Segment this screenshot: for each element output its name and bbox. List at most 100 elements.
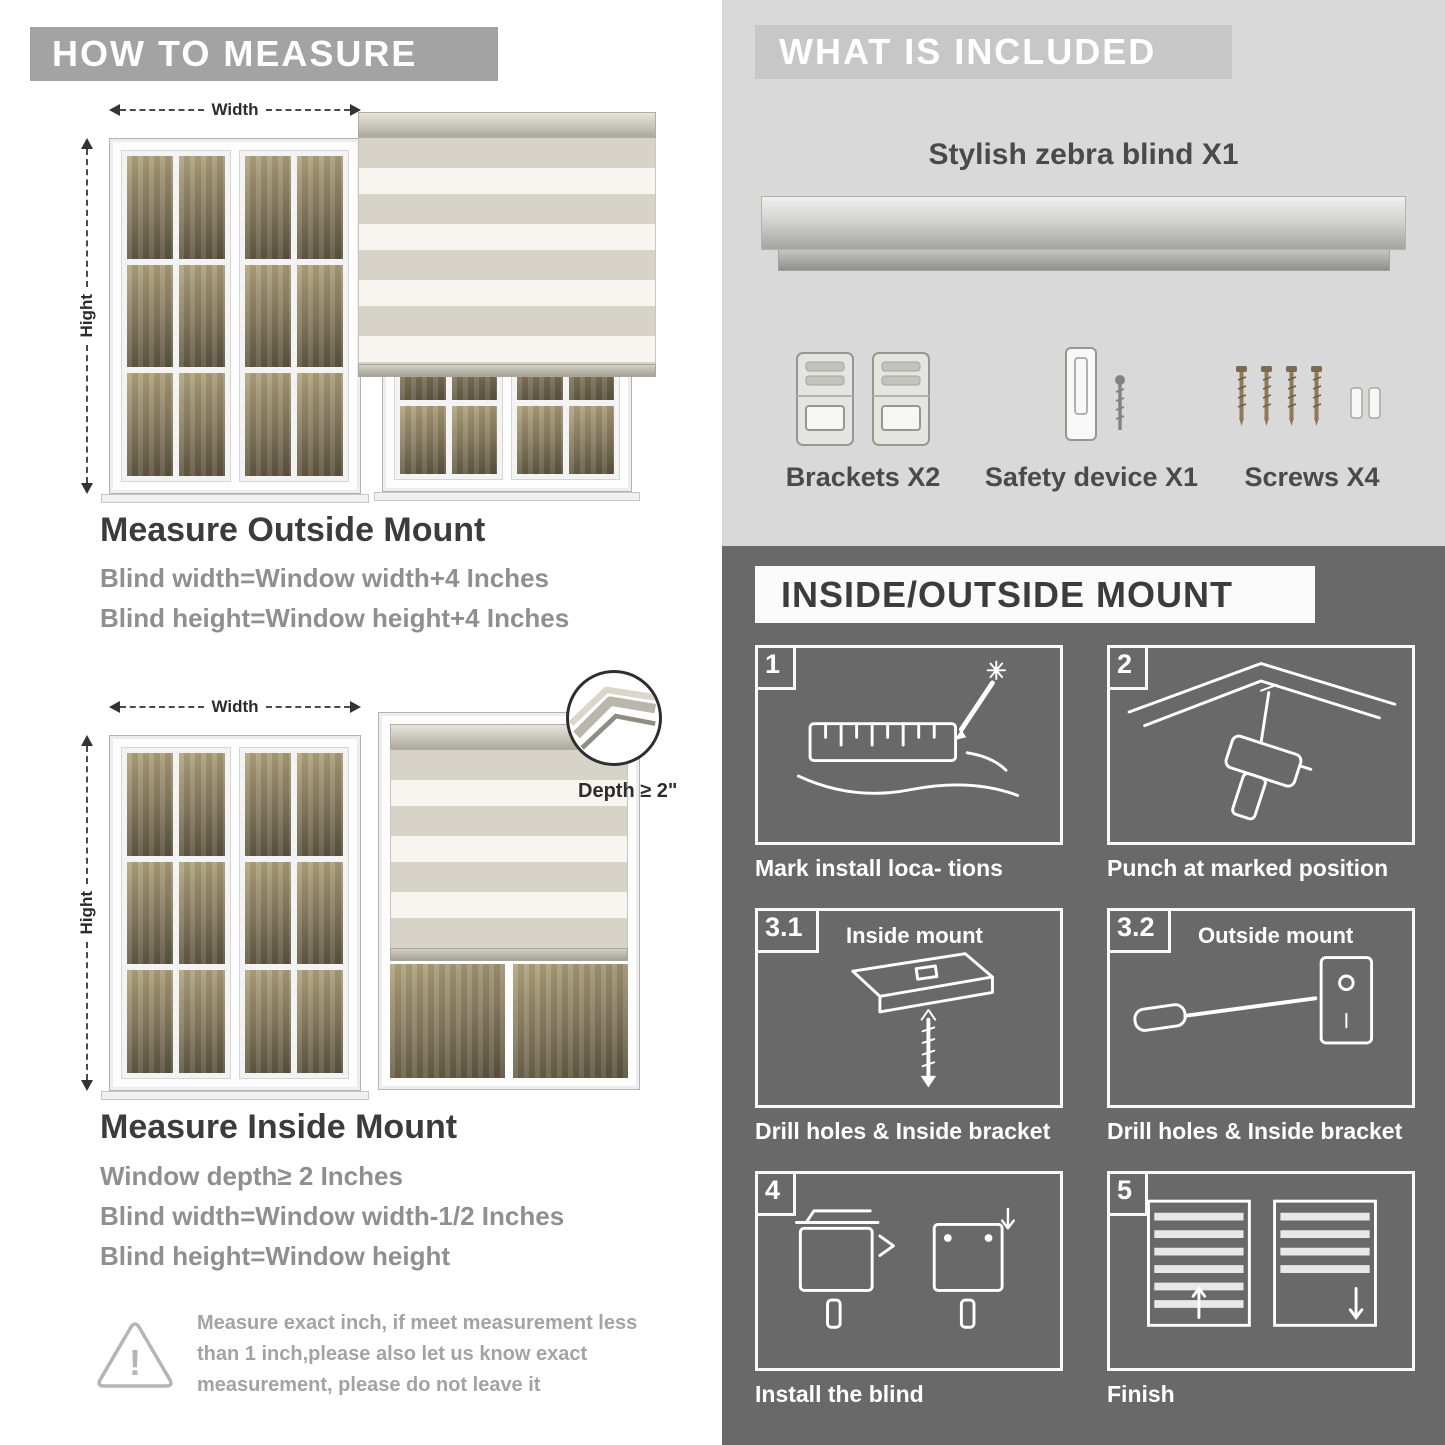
window-pane [127, 970, 173, 1073]
depth-callout-circle [566, 670, 662, 766]
zebra-blind-outside [358, 112, 656, 377]
included-item-brackets: Brackets X2 [752, 322, 974, 493]
outside-bracket-illustration [1133, 956, 1374, 1045]
window-pane [517, 406, 563, 474]
what-is-included-banner: WHAT IS INCLUDED [755, 25, 1232, 79]
window-pane [297, 753, 343, 856]
step-number: 2 [1107, 645, 1149, 690]
included-item-screws: Screws X4 [1209, 322, 1415, 493]
window-pane [179, 970, 225, 1073]
height-label: Hight [77, 287, 97, 345]
window-pane [179, 373, 225, 476]
step-title: Outside mount [1198, 923, 1354, 948]
step-caption: Punch at marked position [1107, 855, 1389, 881]
width-label: Width [204, 100, 266, 120]
window-pane [297, 264, 343, 368]
step-title: Inside mount [846, 923, 983, 948]
included-item-safety-device: Safety device X1 [974, 322, 1209, 493]
window-illustration [109, 138, 361, 494]
window-pane [179, 264, 225, 368]
safety-device-label: Safety device X1 [984, 462, 1199, 492]
step-caption: Drill holes & Inside bracket [1107, 1118, 1403, 1144]
blind-headrail [358, 112, 656, 138]
window-pane [245, 373, 291, 476]
step-number: 3.2 [1107, 908, 1171, 953]
measurement-warning: ! Measure exact inch, if meet measuremen… [95, 1308, 642, 1401]
outside-blind-diagram [358, 112, 656, 504]
inside-window-diagram: Width Hight [75, 697, 371, 1101]
inside-height-formula: Blind height=Window height [100, 1241, 450, 1271]
bracket-icon [872, 352, 930, 446]
inside-width-formula: Blind width=Window width-1/2 Inches [100, 1201, 565, 1231]
dashed-line [120, 706, 205, 708]
mount-steps-grid: 1 [755, 645, 1415, 1408]
safety-device-illustration [1064, 347, 1125, 441]
dashed-line [120, 109, 205, 111]
window-sash [121, 150, 231, 482]
window-pane [127, 373, 173, 476]
mark-location-illustration [796, 660, 1020, 797]
step-number: 1 [755, 645, 797, 690]
what-is-included-title: WHAT IS INCLUDED [779, 31, 1157, 72]
window-pane [127, 753, 173, 856]
arrow-right-icon [350, 701, 361, 713]
install-blind-illustration [795, 1207, 1015, 1329]
mount-guide-banner: INSIDE/OUTSIDE MOUNT [755, 566, 1315, 623]
height-arrow: Hight [77, 735, 97, 1091]
step-number: 3.1 [755, 908, 819, 953]
window-pane [390, 964, 505, 1078]
screws-illustration [1236, 366, 1381, 426]
finish-illustration [1147, 1199, 1377, 1327]
window-pane [245, 264, 291, 368]
outside-mount-formulas: Blind width=Window width+4 Inches Blind … [100, 558, 569, 638]
window-with-inside-blind [378, 712, 640, 1090]
dashed-line [86, 746, 88, 885]
width-arrow: Width [109, 697, 361, 717]
warning-text: Measure exact inch, if meet measurement … [197, 1312, 638, 1396]
how-to-measure-banner: HOW TO MEASURE [30, 27, 498, 81]
step-inside-mount: 3.1 Inside mount Dri [755, 908, 1063, 1145]
mount-guide-title: INSIDE/OUTSIDE MOUNT [781, 574, 1234, 615]
arrow-up-icon [81, 735, 93, 746]
what-is-included-section: WHAT IS INCLUDED Stylish zebra blind X1 [722, 0, 1445, 546]
step-outside-mount: 3.2 Outside mount Drill holes & Inside b… [1107, 908, 1415, 1145]
window-pane [245, 156, 291, 259]
dashed-line [265, 109, 350, 111]
window-illustration [109, 735, 361, 1091]
window-pane [451, 406, 497, 474]
step-install-blind: 4 [755, 1171, 1063, 1408]
brackets-label: Brackets X2 [785, 462, 941, 492]
inside-mount-heading: Measure Inside Mount [100, 1108, 458, 1146]
arrow-left-icon [109, 104, 120, 116]
brackets-icon [752, 322, 974, 448]
window-sash [239, 150, 349, 482]
dashed-line [265, 706, 350, 708]
window-pane [297, 156, 343, 259]
inside-blind-diagram [378, 712, 640, 1090]
how-to-measure-title: HOW TO MEASURE [52, 33, 418, 74]
outside-height-formula: Blind height=Window height+4 Inches [100, 603, 570, 633]
window-sash [239, 747, 349, 1079]
step-caption: Install the blind [755, 1381, 924, 1407]
width-label: Width [204, 697, 266, 717]
step-caption: Drill holes & Inside bracket [755, 1118, 1051, 1144]
arrow-down-icon [81, 483, 93, 494]
inside-bracket-illustration [851, 952, 994, 1088]
window-pane [568, 406, 614, 474]
included-items-row: Brackets X2 Safety device X1 [752, 322, 1415, 493]
width-arrow: Width [109, 100, 361, 120]
bracket-icon [796, 352, 854, 446]
step-caption: Finish [1107, 1381, 1175, 1407]
window-pane [297, 861, 343, 965]
window-sash [121, 747, 231, 1079]
step-punch-position: 2 [1107, 645, 1415, 882]
blind-bottomrail [390, 948, 628, 961]
window-pane [179, 753, 225, 856]
window-corner-zoom-icon [569, 686, 657, 750]
safety-device-icon [974, 322, 1209, 448]
outside-mount-heading: Measure Outside Mount [100, 511, 486, 549]
step-caption: Mark install loca- tions [755, 855, 1003, 881]
step-panel: 4 [755, 1171, 1063, 1371]
step-panel: 2 [1107, 645, 1415, 845]
window-pane [297, 970, 343, 1073]
